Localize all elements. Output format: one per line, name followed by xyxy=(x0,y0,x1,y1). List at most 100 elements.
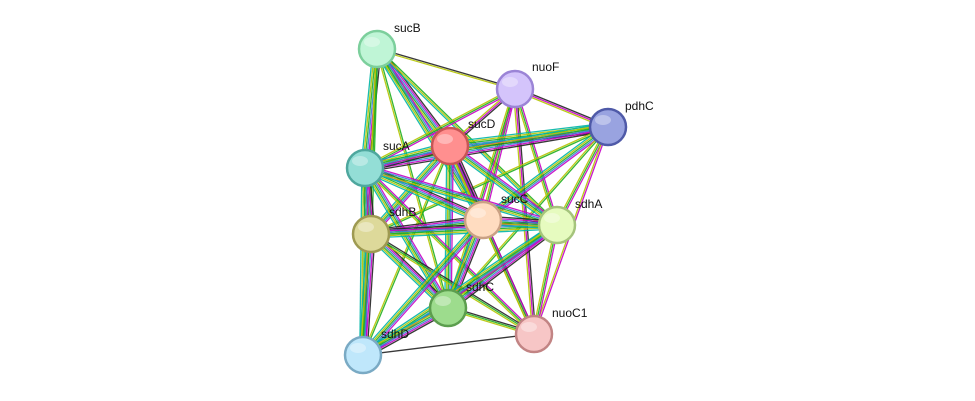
node-circle-sdhC[interactable] xyxy=(428,288,468,328)
edge-sucD-sdhA xyxy=(450,144,559,225)
node-circle-nuoF[interactable] xyxy=(495,69,535,109)
edge-sdhA-sdhD xyxy=(363,225,559,357)
node-label-sucD: sucD xyxy=(468,117,496,131)
node-sdhB[interactable]: sdhB xyxy=(351,205,416,254)
edge-pdhC-sucC xyxy=(481,125,608,220)
node-label-nuoF: nuoF xyxy=(532,60,559,74)
node-pdhC[interactable]: pdhC xyxy=(588,99,654,147)
edge-nuoF-sucA xyxy=(363,87,515,168)
edge-sdhA-sdhD xyxy=(361,223,557,355)
edge-sucA-sdhD xyxy=(362,167,366,356)
edge-sdhB-nuoC1 xyxy=(369,234,534,336)
nodes-layer: sucB nuoF pdhC sucD sucA sdhB sucC sdhA sdhC nuoC… xyxy=(343,21,654,375)
edge-nuoF-sdhA xyxy=(512,89,557,226)
edge-sucB-nuoF xyxy=(377,47,516,89)
node-highlight-sucA xyxy=(352,156,368,166)
node-circle-sdhD[interactable] xyxy=(343,335,383,375)
node-highlight-sdhB xyxy=(358,222,374,232)
edge-sucD-sdhA xyxy=(449,145,558,226)
node-circle-sucD[interactable] xyxy=(430,126,470,166)
node-sucA[interactable]: sucA xyxy=(345,139,410,188)
node-circle-pdhC[interactable] xyxy=(588,107,628,147)
node-circle-sdhB[interactable] xyxy=(351,214,391,254)
node-label-nuoC1: nuoC1 xyxy=(552,306,588,320)
node-highlight-pdhC xyxy=(595,115,611,125)
edge-sucB-sdhC xyxy=(377,48,450,308)
node-nuoC1[interactable]: nuoC1 xyxy=(514,306,588,354)
edge-sdhB-sdhD xyxy=(361,233,371,355)
node-label-sucA: sucA xyxy=(383,139,410,153)
node-label-sdhB: sdhB xyxy=(389,205,416,219)
node-circle-sdhA[interactable] xyxy=(537,205,577,245)
edge-pdhC-sucA xyxy=(365,128,609,172)
edge-sucC-sdhD xyxy=(363,220,485,357)
edge-sucD-sdhA xyxy=(451,142,560,223)
edge-sucC-sdhD xyxy=(360,217,482,354)
node-sdhC[interactable]: sdhC xyxy=(428,280,494,328)
edge-sdhB-sdhD xyxy=(359,233,370,355)
edge-pdhC-sucA xyxy=(365,130,609,173)
edge-sucA-sucC xyxy=(363,171,482,225)
edge-sucA-sdhC xyxy=(363,168,448,310)
node-highlight-sdhD xyxy=(350,343,366,353)
edge-sucC-nuoC1 xyxy=(483,219,537,334)
edge-nuoF-sdhA xyxy=(515,88,560,225)
edge-sdhB-sdhA xyxy=(371,228,558,239)
node-label-sucC: sucC xyxy=(501,192,529,206)
node-highlight-sucC xyxy=(470,208,486,218)
node-highlight-sdhA xyxy=(544,213,560,223)
edge-sucD-sdhD xyxy=(363,146,452,356)
edge-sucC-sdhD xyxy=(362,219,484,356)
edge-pdhC-sdhB xyxy=(371,127,609,236)
edge-sucA-sdhD xyxy=(360,167,365,355)
edge-nuoF-sdhC xyxy=(447,88,516,309)
edge-sdhA-sdhD xyxy=(360,221,556,353)
edge-nuoF-sdhA xyxy=(514,88,558,226)
node-circle-sucB[interactable] xyxy=(357,29,397,69)
edge-nuoF-sucA xyxy=(364,88,516,169)
edge-sucD-sdhA xyxy=(448,146,557,227)
edge-sdhB-sdhD xyxy=(363,234,373,356)
node-sucB[interactable]: sucB xyxy=(357,21,421,69)
edge-sdhB-sdhD xyxy=(358,233,368,355)
node-highlight-sucB xyxy=(364,37,380,47)
edge-sucC-nuoC1 xyxy=(482,219,535,335)
node-sdhA[interactable]: sdhA xyxy=(537,197,602,245)
edge-sucC-nuoC1 xyxy=(480,220,534,335)
edge-sucA-sucC xyxy=(363,169,483,223)
node-nuoF[interactable]: nuoF xyxy=(495,60,559,109)
edge-pdhC-sucD xyxy=(449,122,608,143)
node-sdhD[interactable]: sdhD xyxy=(343,327,409,375)
edge-sucA-sdhA xyxy=(364,167,558,226)
edge-sdhB-sdhA xyxy=(371,226,558,238)
edge-sucA-sdhC xyxy=(364,167,449,309)
edge-sdhB-sdhD xyxy=(364,234,375,356)
edge-sdhD-nuoC1 xyxy=(362,333,535,356)
node-highlight-sucD xyxy=(437,134,453,144)
node-label-pdhC: pdhC xyxy=(625,99,654,113)
edge-sucA-sdhA xyxy=(364,168,557,228)
node-circle-sucC[interactable] xyxy=(463,200,503,240)
node-highlight-nuoF xyxy=(502,77,518,87)
edge-nuoF-sucC xyxy=(483,89,518,221)
edge-sucB-sucA xyxy=(360,48,374,168)
edge-sdhB-nuoC1 xyxy=(370,233,535,335)
edge-sucA-sdhC xyxy=(365,166,450,308)
edge-sdhA-sdhD xyxy=(364,227,560,359)
node-circle-nuoC1[interactable] xyxy=(514,314,554,354)
node-circle-sucA[interactable] xyxy=(345,148,385,188)
edge-pdhC-sucC xyxy=(482,126,609,221)
edge-sdhA-sdhC xyxy=(450,227,560,312)
edge-sucC-sdhD xyxy=(364,221,486,358)
node-sucC[interactable]: sucC xyxy=(463,192,529,240)
node-highlight-nuoC1 xyxy=(521,322,537,332)
edge-nuoF-sdhC xyxy=(448,89,518,309)
node-label-sdhD: sdhD xyxy=(381,327,409,341)
edge-sucA-sdhA xyxy=(365,164,559,223)
edge-sdhA-sdhD xyxy=(362,224,558,356)
edge-sucA-sdhD xyxy=(359,167,363,355)
node-sucD[interactable]: sucD xyxy=(430,117,496,166)
edge-sucA-nuoC1 xyxy=(365,166,536,334)
